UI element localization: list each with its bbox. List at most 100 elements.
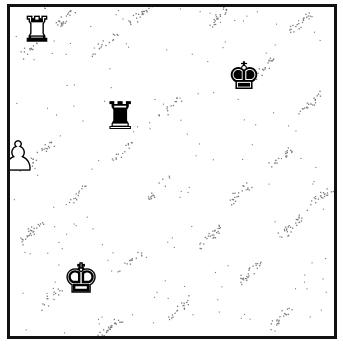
stipple-dot bbox=[221, 286, 222, 287]
stipple-dot bbox=[122, 153, 123, 154]
stipple-dot bbox=[168, 316, 169, 317]
stipple-dot bbox=[252, 144, 253, 145]
stipple-dot bbox=[180, 197, 181, 198]
stipple-dot bbox=[287, 152, 288, 153]
stipple-dot bbox=[148, 196, 149, 197]
stipple-dot bbox=[82, 121, 83, 122]
black-rook-piece[interactable]: ♜ bbox=[102, 97, 138, 141]
stipple-dot bbox=[28, 228, 29, 229]
stipple-dot bbox=[56, 114, 57, 115]
stipple-dot bbox=[116, 154, 117, 155]
stipple-dot bbox=[124, 263, 125, 264]
stipple-dot bbox=[189, 187, 190, 188]
stipple-dot bbox=[288, 314, 289, 315]
stipple-dot bbox=[125, 145, 126, 146]
black-king-piece[interactable]: ♚ bbox=[224, 57, 264, 99]
stipple-dot bbox=[129, 21, 130, 22]
stipple-dot bbox=[216, 232, 217, 233]
stipple-dot bbox=[320, 96, 321, 97]
stipple-dot bbox=[47, 296, 48, 297]
chess-board[interactable]: ♜ ♟ ♚ ♜ ♚ bbox=[7, 4, 337, 339]
stipple-dot bbox=[275, 221, 276, 222]
stipple-dot bbox=[105, 45, 106, 46]
stipple-dot bbox=[299, 28, 300, 29]
stipple-dot bbox=[199, 244, 200, 245]
stipple-dot bbox=[200, 248, 201, 249]
stipple-dot bbox=[143, 11, 144, 12]
stipple-dot bbox=[240, 275, 241, 276]
stipple-dot bbox=[304, 275, 305, 276]
stipple-dot bbox=[277, 323, 278, 324]
stipple-dot bbox=[218, 231, 219, 232]
stipple-dot bbox=[34, 228, 35, 229]
stipple-dot bbox=[61, 16, 62, 17]
stipple-dot bbox=[315, 196, 316, 197]
stipple-dot bbox=[319, 91, 320, 92]
white-king-piece[interactable]: ♚ bbox=[60, 259, 102, 305]
stipple-dot bbox=[128, 20, 129, 21]
stipple-dot bbox=[110, 327, 111, 328]
stipple-dot bbox=[61, 24, 62, 25]
stipple-dot bbox=[281, 158, 282, 159]
stipple-dot bbox=[165, 280, 166, 281]
stipple-dot bbox=[249, 189, 250, 190]
stipple-dot bbox=[318, 94, 319, 95]
stipple-dot bbox=[307, 210, 308, 211]
stipple-dot bbox=[240, 278, 241, 279]
stipple-dot bbox=[167, 110, 168, 111]
stipple-dot bbox=[181, 101, 182, 102]
stipple-dot bbox=[118, 154, 119, 155]
stipple-dot bbox=[326, 292, 327, 293]
stipple-dot bbox=[248, 270, 249, 271]
stipple-dot bbox=[234, 20, 235, 21]
stipple-dot bbox=[53, 207, 54, 208]
white-rook-piece[interactable]: ♜ bbox=[20, 13, 54, 53]
stipple-dot bbox=[98, 43, 99, 44]
stipple-dot bbox=[132, 142, 133, 143]
stipple-dot bbox=[66, 234, 67, 235]
stipple-dot bbox=[311, 16, 312, 17]
stipple-dot bbox=[94, 48, 95, 49]
stipple-dot bbox=[20, 237, 21, 238]
stipple-dot bbox=[304, 107, 305, 108]
stipple-dot bbox=[323, 192, 324, 193]
stipple-dot bbox=[295, 288, 296, 289]
stipple-dot bbox=[271, 166, 272, 167]
stipple-dot bbox=[265, 68, 266, 69]
stipple-dot bbox=[42, 303, 43, 304]
stipple-dot bbox=[327, 188, 328, 189]
stipple-dot bbox=[175, 313, 176, 314]
stipple-dot bbox=[42, 150, 43, 151]
stipple-dot bbox=[25, 239, 26, 240]
stipple-dot bbox=[119, 322, 120, 323]
stipple-dot bbox=[278, 321, 279, 322]
stipple-dot bbox=[27, 54, 28, 55]
stipple-dot bbox=[157, 292, 158, 293]
stipple-dot bbox=[327, 195, 328, 196]
stipple-dot bbox=[70, 199, 71, 200]
stipple-dot bbox=[206, 238, 207, 239]
stipple-dot bbox=[230, 200, 231, 201]
stipple-dot bbox=[104, 335, 105, 336]
stipple-dot bbox=[255, 263, 256, 264]
stipple-dot bbox=[215, 20, 216, 21]
stipple-dot bbox=[241, 318, 242, 319]
stipple-dot bbox=[142, 13, 143, 14]
stipple-dot bbox=[213, 237, 214, 238]
stipple-dot bbox=[292, 151, 293, 152]
white-pawn-piece[interactable]: ♟ bbox=[7, 137, 38, 181]
stipple-dot bbox=[171, 105, 172, 106]
stipple-dot bbox=[40, 223, 41, 224]
stipple-dot bbox=[41, 148, 42, 149]
black-king-glyph: ♚ bbox=[224, 57, 264, 95]
stipple-dot bbox=[272, 60, 273, 61]
stipple-dot bbox=[108, 328, 109, 329]
stipple-dot bbox=[21, 241, 22, 242]
stipple-dot bbox=[113, 160, 114, 161]
stipple-dot bbox=[132, 258, 133, 259]
stipple-dot bbox=[146, 10, 147, 11]
stipple-dot bbox=[47, 108, 48, 109]
stipple-dot bbox=[118, 271, 119, 272]
stipple-dot bbox=[110, 329, 111, 330]
stipple-dot bbox=[180, 8, 181, 9]
